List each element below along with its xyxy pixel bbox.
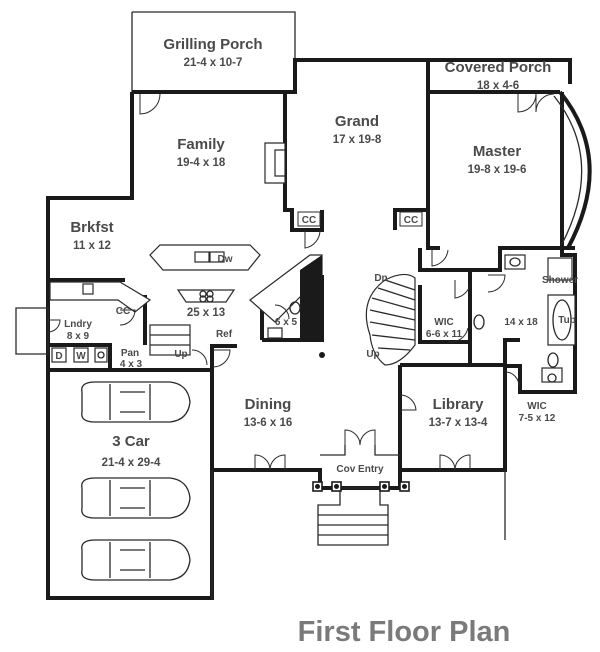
room-dims-family: 19-4 x 18 [177, 157, 226, 169]
room-dims-grilling-porch: 21-4 x 10-7 [184, 57, 243, 69]
plan-title: First Floor Plan [298, 616, 511, 648]
room-name-garage: 3 Car [112, 433, 150, 450]
room-name-lndry: Lndry [64, 319, 92, 330]
pantry-stair [149, 324, 191, 356]
room-dims-wic-right: 7-5 x 12 [519, 413, 556, 424]
room-dims-kitchen: 25 x 13 [187, 307, 225, 319]
room-dims-wic-left: 6-6 x 11 [426, 329, 463, 340]
dishwasher-label: Dw [218, 254, 233, 265]
room-dims-dining: 13-6 x 16 [244, 417, 293, 429]
room-dims-bath-small: 6 x 5 [275, 317, 298, 328]
room-name-grand: Grand [335, 113, 379, 130]
room-dims-garage: 21-4 x 29-4 [102, 457, 161, 469]
doors [47, 93, 555, 471]
car-1 [81, 381, 191, 423]
room-name-pan: Pan [121, 348, 139, 359]
room-dims-brkfst: 11 x 12 [73, 240, 111, 252]
stair-up-label: Up [174, 349, 187, 360]
room-name-master: Master [473, 143, 522, 160]
shower-label: Shower [542, 275, 578, 286]
stair-up-label: Up [366, 349, 379, 360]
tub-label: Tub [558, 315, 576, 326]
closet-label-cc: CC [404, 215, 418, 226]
room-name-dining: Dining [245, 396, 292, 413]
room-dims-master-bath: 14 x 18 [504, 317, 538, 328]
stair-down-label: Dn [374, 273, 387, 284]
covered-porch-outline [428, 58, 572, 84]
front-steps [317, 487, 389, 546]
grilling-porch-outline [131, 11, 296, 92]
room-name-cov-entry: Cov Entry [336, 464, 384, 475]
washer-label: W [76, 351, 86, 362]
closet-label-cc: CC [116, 306, 130, 317]
room-name-brkfst: Brkfst [70, 219, 113, 236]
curved-staircase [365, 273, 416, 366]
room-name-wic-left: WIC [434, 317, 453, 328]
room-name-wic-right: WIC [527, 401, 546, 412]
master-bay-window [558, 90, 592, 249]
room-dims-master: 19-8 x 19-6 [468, 164, 527, 176]
room-name-grilling-porch: Grilling Porch [163, 36, 262, 53]
refrigerator-label: Ref [216, 329, 233, 340]
room-dims-grand: 17 x 19-8 [333, 134, 382, 146]
room-dims-pan: 4 x 3 [120, 359, 143, 370]
room-dims-library: 13-7 x 13-4 [429, 417, 488, 429]
room-name-family: Family [177, 136, 225, 153]
room-name-covered-porch: Covered Porch [445, 59, 552, 76]
room-dims-lndry: 8 x 9 [67, 331, 90, 342]
rear-staircase [249, 254, 323, 340]
car-3 [81, 539, 191, 581]
room-dims-covered-porch: 18 x 4-6 [477, 80, 519, 92]
closet-label-cc: CC [302, 215, 316, 226]
fireplace [264, 142, 286, 184]
car-2 [81, 477, 191, 519]
dryer-label: D [55, 351, 62, 362]
room-name-library: Library [433, 396, 485, 413]
